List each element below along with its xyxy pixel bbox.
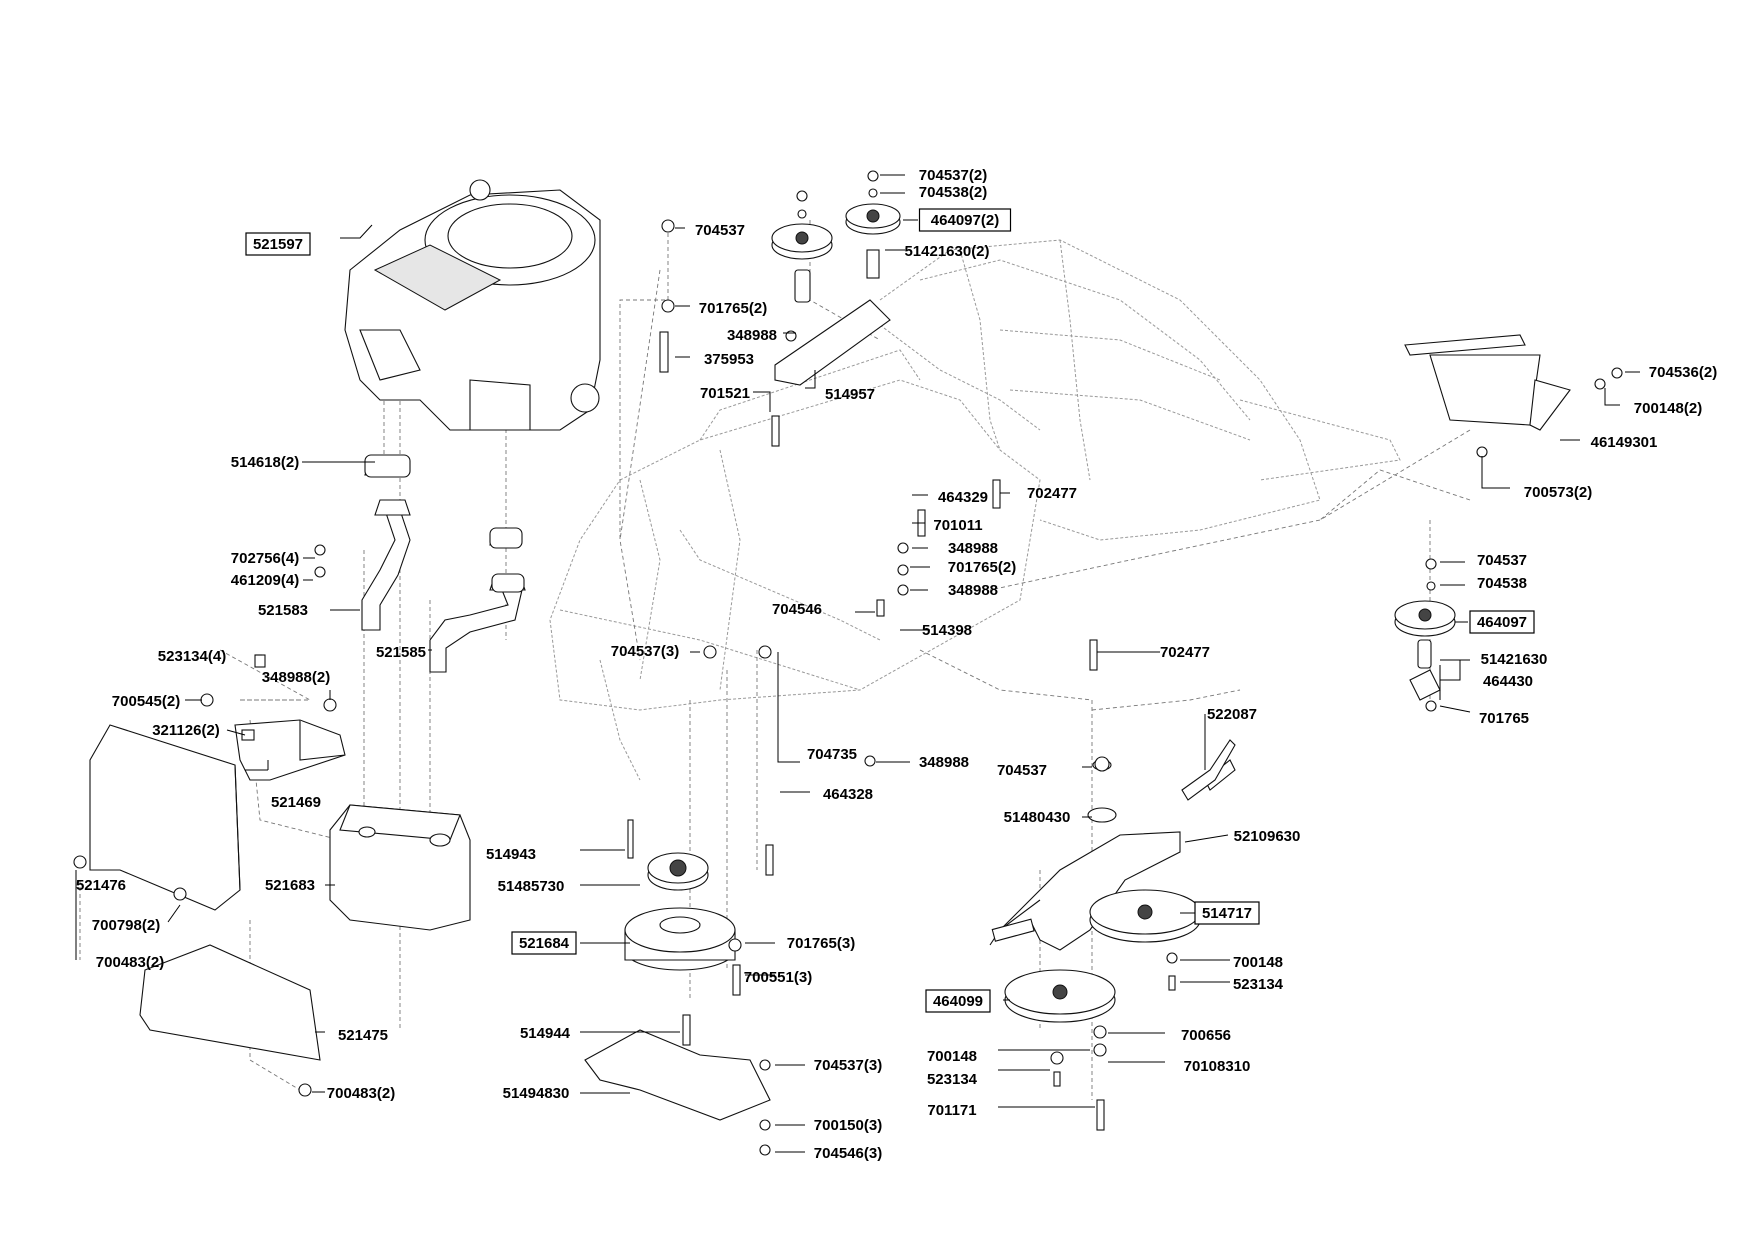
- callout-51480430: 51480430: [1004, 809, 1071, 826]
- callout-box-464099: [925, 989, 991, 1013]
- callout-702477b: 702477: [1160, 644, 1210, 661]
- callout-514943: 514943: [486, 846, 536, 863]
- callout-521475: 521475: [338, 1027, 388, 1044]
- callout-321126: 321126(2): [152, 722, 220, 739]
- callout-701765a: 701765(2): [699, 300, 767, 317]
- callout-701171: 701171: [927, 1102, 976, 1119]
- exhaust-pipes: [361, 454, 526, 673]
- callout-box-521684: [511, 931, 577, 955]
- assembly-lines: [79, 220, 1471, 1100]
- callout-514957: 514957: [825, 386, 875, 403]
- callout-348988b: 348988: [727, 327, 777, 344]
- callout-464099: 464099: [933, 993, 983, 1010]
- callout-51494830: 51494830: [503, 1085, 570, 1102]
- heat-shield: [89, 719, 346, 1061]
- chassis-frame: [549, 239, 1401, 781]
- callout-700148b: 700148: [1233, 954, 1283, 971]
- callout-702477a: 702477: [1027, 485, 1077, 502]
- callout-464097b: 464097: [1477, 614, 1527, 631]
- callout-704537f: 704537: [997, 762, 1047, 779]
- engine: [344, 179, 601, 431]
- hardware: [73, 170, 1623, 1156]
- callout-700150: 700150(3): [814, 1117, 882, 1134]
- callout-521683: 521683: [265, 877, 315, 894]
- callout-522087: 522087: [1207, 706, 1257, 723]
- callout-704537a: 704537: [695, 222, 745, 239]
- leader-lines: [75, 174, 1640, 1153]
- callout-box-521597: [245, 232, 311, 256]
- callout-701765c: 701765(3): [787, 935, 855, 952]
- callout-700798: 700798(2): [92, 917, 160, 934]
- callout-704546a: 704546: [772, 601, 822, 618]
- callout-523134b: 523134: [1233, 976, 1284, 993]
- callout-704538b: 704538: [1477, 575, 1527, 592]
- callout-700483a: 700483(2): [96, 954, 164, 971]
- callout-704546b: 704546(3): [814, 1145, 882, 1162]
- callout-52109630: 52109630: [1234, 828, 1301, 845]
- callout-514618: 514618(2): [231, 454, 299, 471]
- callout-348988c: 348988: [948, 540, 998, 557]
- callout-521476: 521476: [76, 877, 126, 894]
- callout-700551: 700551(3): [744, 969, 812, 986]
- callout-70108310: 70108310: [1184, 1058, 1251, 1075]
- callout-704735: 704735: [807, 746, 857, 763]
- callout-514398: 514398: [922, 622, 972, 639]
- callout-box-514717: [1194, 901, 1260, 925]
- callout-700148c: 700148: [927, 1048, 977, 1065]
- callout-701765b: 701765(2): [948, 559, 1016, 576]
- callout-348988d: 348988: [948, 582, 998, 599]
- callout-521597: 521597: [253, 236, 303, 253]
- callout-464097a: 464097(2): [931, 212, 999, 229]
- callout-700573: 700573(2): [1524, 484, 1592, 501]
- callout-704536: 704536(2): [1649, 364, 1717, 381]
- callout-704537e: 704537: [1477, 552, 1527, 569]
- callout-51485730: 51485730: [498, 878, 565, 895]
- callout-700148a: 700148(2): [1634, 400, 1702, 417]
- callout-523134a: 523134(4): [158, 648, 226, 665]
- callout-461209: 461209(4): [231, 572, 299, 589]
- callout-464430: 464430: [1483, 673, 1533, 690]
- callout-51421630b: 51421630: [1481, 651, 1548, 668]
- part-callouts: 521597 514618(2) 702756(4) 461209(4) 521583 5…: [76, 167, 1717, 1162]
- callout-514944: 514944: [520, 1025, 571, 1042]
- idler-bracket: [989, 739, 1236, 1023]
- callout-464328: 464328: [823, 786, 873, 803]
- callout-521585: 521585: [376, 644, 426, 661]
- clutch-assembly: [584, 819, 771, 1121]
- callout-700545: 700545(2): [112, 693, 180, 710]
- callout-348988a: 348988(2): [262, 669, 330, 686]
- callout-box-464097b: [1469, 610, 1535, 634]
- callout-704538a: 704538(2): [919, 184, 987, 201]
- callout-464329: 464329: [938, 489, 988, 506]
- callout-348988e: 348988: [919, 754, 969, 771]
- callout-700483b: 700483(2): [327, 1085, 395, 1102]
- callout-700656: 700656: [1181, 1027, 1231, 1044]
- callout-704537b: 704537(2): [919, 167, 987, 184]
- center-parts: [771, 203, 901, 386]
- callout-521469: 521469: [271, 794, 321, 811]
- callout-box-464097a: [918, 208, 1012, 232]
- callout-375953: 375953: [704, 351, 754, 368]
- callout-702756: 702756(4): [231, 550, 299, 567]
- callout-701521: 701521: [700, 385, 750, 402]
- upper-right-bracket: [1404, 334, 1571, 431]
- callout-704537c: 704537(3): [611, 643, 679, 660]
- right-pulley: [1394, 600, 1456, 701]
- callout-46149301: 46149301: [1591, 434, 1658, 451]
- callout-523134c: 523134: [927, 1071, 978, 1088]
- callout-521684: 521684: [519, 935, 570, 952]
- callout-704537d: 704537(3): [814, 1057, 882, 1074]
- callout-701765d: 701765: [1479, 710, 1529, 727]
- callout-521583: 521583: [258, 602, 308, 619]
- callout-701011: 701011: [933, 517, 982, 534]
- muffler: [329, 804, 471, 931]
- callout-51421630a: 51421630(2): [904, 243, 989, 260]
- callout-514717: 514717: [1202, 905, 1252, 922]
